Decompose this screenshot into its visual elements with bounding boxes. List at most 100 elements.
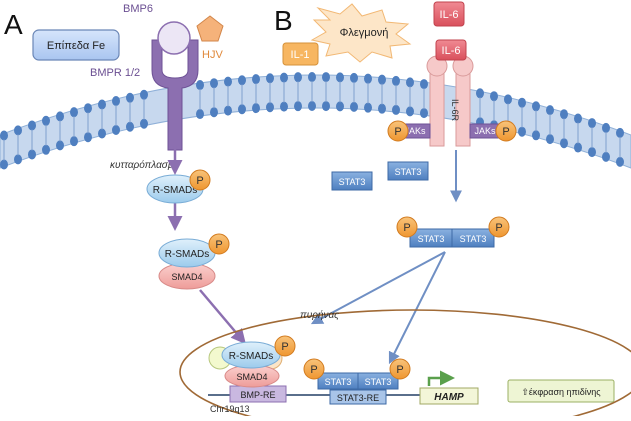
lipid-head-inner <box>238 104 246 115</box>
lipid-head-outer <box>126 92 134 103</box>
lipid-head-outer <box>406 77 414 88</box>
lipid-head-outer <box>308 72 316 83</box>
lipid-head-inner <box>308 101 316 112</box>
phospho-nuclear-smad <box>274 335 296 357</box>
lipid-head-outer <box>14 125 22 136</box>
chr-label: Chr19q13 <box>210 404 250 414</box>
lipid-head-outer <box>196 80 204 91</box>
lipid-head-outer <box>588 118 596 129</box>
il1-label: IL-1 <box>291 49 310 61</box>
lipid-head-inner <box>364 102 372 113</box>
phospho-jaks-right <box>495 120 517 142</box>
nucleus <box>179 309 631 421</box>
lipid-head-outer <box>560 109 568 120</box>
lipid-head-inner <box>98 128 106 139</box>
lipid-heads <box>0 72 624 170</box>
inflammation-burst <box>310 3 412 63</box>
phospho-label-5: P <box>403 222 410 234</box>
phospho-jaks-left <box>387 120 409 142</box>
lipid-head-inner <box>42 144 50 155</box>
stat3-free-right-label: STAT3 <box>395 167 422 177</box>
lipid-head-inner <box>126 121 134 132</box>
stat3-dimer-right-label: STAT3 <box>460 234 487 244</box>
lipid-head-outer <box>350 72 358 83</box>
cytoplasm-label: κυτταρόπλασμα <box>110 159 179 171</box>
lipid-head-inner <box>252 103 260 114</box>
phospho-label-9: P <box>396 364 403 376</box>
il6-top-label: IL-6 <box>440 9 459 21</box>
lipid-head-outer <box>266 73 274 84</box>
lipid-head-outer <box>280 72 288 83</box>
lipid-head-outer <box>252 74 260 85</box>
inflammation-label: Φλεγμονή <box>340 27 389 39</box>
jaks-right-label: JAKs <box>474 126 496 136</box>
rsmads-label: R-SMADs <box>153 185 197 196</box>
lipid-head-inner <box>196 109 204 120</box>
lipid-head-inner <box>350 101 358 112</box>
lipid-head-outer <box>476 88 484 99</box>
bmpr-receptor <box>151 21 199 151</box>
lipid-head-inner <box>588 147 596 158</box>
lipid-head-outer <box>84 103 92 114</box>
il1-box <box>282 42 319 66</box>
lipid-head-outer <box>546 105 554 116</box>
lipid-head-inner <box>294 101 302 112</box>
il6-ligand-box <box>435 39 467 61</box>
lipid-head-outer <box>392 75 400 86</box>
lipid-head-outer <box>70 107 78 118</box>
stat3-free-right <box>387 161 429 181</box>
lipid-head-inner <box>84 132 92 143</box>
il6-ligand-label: IL-6 <box>442 45 461 57</box>
lipid-head-outer <box>28 120 36 131</box>
lipid-head-inner <box>560 138 568 149</box>
stat3-free-left <box>331 171 373 191</box>
membrane-band <box>0 74 631 169</box>
hjv-pentagon <box>196 15 224 42</box>
hjv-label: HJV <box>202 49 223 61</box>
lipid-head-outer <box>574 113 582 124</box>
lipid-head-inner <box>518 126 526 137</box>
lipid-head-inner <box>266 102 274 113</box>
lipid-head-outer <box>532 101 540 112</box>
arrow-dimer-to-nucleus-left <box>310 251 446 325</box>
lipid-head-inner <box>0 159 8 170</box>
arrow-complex-to-nucleus <box>199 289 246 345</box>
il6-top-box <box>433 1 465 27</box>
iron-level-label: Επίπεδα Fe <box>47 40 105 52</box>
lipid-head-outer <box>112 95 120 106</box>
phospho-nuclear-stat-right <box>389 358 411 380</box>
lipid-head-outer <box>238 75 246 86</box>
lipid-head-inner <box>532 130 540 141</box>
phospho-label-8: P <box>310 364 317 376</box>
hamp-label: HAMP <box>434 392 464 403</box>
panel-b-label: B <box>274 5 293 36</box>
arrow-dimer-to-dna <box>388 251 446 365</box>
lipid-head-inner <box>14 154 22 165</box>
lipid-head-outer <box>42 115 50 126</box>
lipid-head-inner <box>420 108 428 119</box>
stat3-dimer-right <box>451 228 495 248</box>
phospho-complex <box>208 233 230 255</box>
stat3-free-left-label: STAT3 <box>339 177 366 187</box>
lipid-head-outer <box>0 130 8 141</box>
il6r-label: IL-6R <box>450 99 460 122</box>
lipid-head-outer <box>294 72 302 83</box>
lipid-head-outer <box>224 76 232 87</box>
phospho-dimer-right <box>488 216 510 238</box>
lipid-head-outer <box>56 111 64 122</box>
smad4-nuclear-label: SMAD4 <box>236 372 267 382</box>
lipid-head-inner <box>392 104 400 115</box>
phospho-nuclear-stat-left <box>303 358 325 380</box>
lipid-head-outer <box>378 74 386 85</box>
lipid-head-outer <box>490 91 498 102</box>
panel-a-label: A <box>4 9 23 40</box>
lipid-head-inner <box>616 156 624 167</box>
phospho-label-3: P <box>394 126 401 138</box>
lipid-head-inner <box>210 107 218 118</box>
lipid-head-inner <box>280 101 288 112</box>
stat3-re-label: STAT3-RE <box>337 393 379 403</box>
lipid-head-outer <box>98 99 106 110</box>
bmpr-label: BMPR 1/2 <box>90 67 140 79</box>
stat3-nuclear-left-label: STAT3 <box>325 377 352 387</box>
lipid-head-outer <box>420 79 428 90</box>
